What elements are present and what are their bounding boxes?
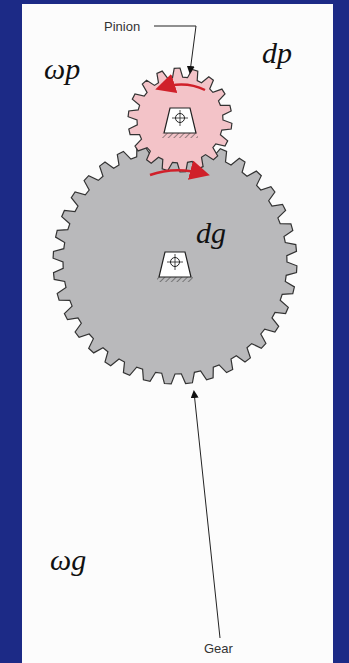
leader-line — [154, 26, 196, 72]
part-name: Gear — [204, 642, 233, 655]
bearing-support — [157, 252, 193, 282]
gear-wheel — [53, 140, 297, 384]
bearing-support — [162, 108, 198, 138]
angular-velocity-symbol: ωg — [50, 545, 86, 575]
angular-velocity-symbol: ωp — [44, 54, 80, 84]
leader-line — [194, 392, 220, 638]
part-name: Pinion — [104, 20, 140, 33]
rotation-arrow — [150, 170, 205, 175]
diameter-symbol: dg — [196, 218, 226, 248]
rotation-arrow — [160, 84, 205, 90]
pinion-wheel — [128, 68, 232, 172]
diameter-symbol: dp — [262, 38, 292, 68]
